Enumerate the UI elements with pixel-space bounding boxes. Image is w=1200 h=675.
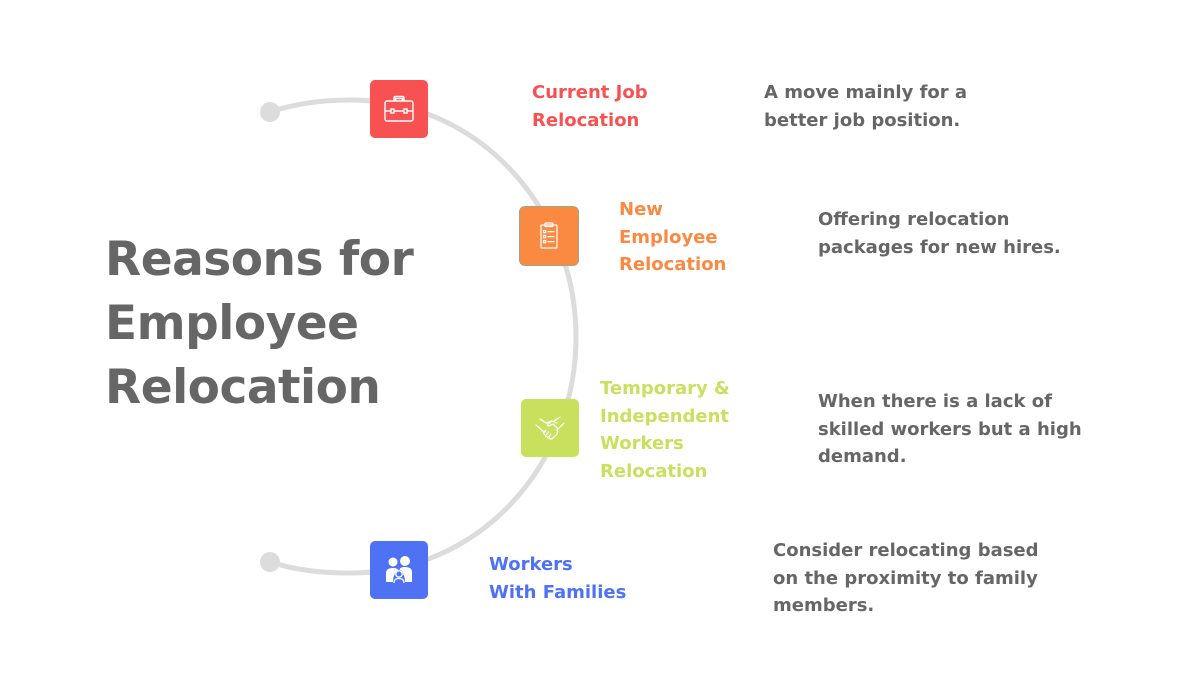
clipboard-checklist-icon — [540, 222, 558, 249]
arc-start-dot — [260, 102, 280, 122]
briefcase-icon-box — [370, 80, 428, 138]
item-label-new-employee: New Employee Relocation — [619, 199, 727, 275]
item-label-current-job: Current Job Relocation — [532, 82, 648, 131]
page-title: Reasons for Employee Relocation — [105, 228, 435, 420]
item-desc-workers-families: Consider relocating based on the proximi… — [773, 540, 1039, 616]
family-icon — [386, 556, 412, 584]
item-desc-current-job: A move mainly for a better job position. — [764, 82, 968, 131]
item-label-workers-families: Workers With Families — [489, 554, 627, 603]
handshake-icon-box — [521, 399, 579, 457]
title-line-3: Relocation — [105, 360, 381, 415]
title-line-1: Reasons for — [105, 232, 414, 287]
title-line-2: Employee — [105, 296, 359, 351]
item-desc-new-employee: Offering relocation packages for new hir… — [818, 209, 1061, 258]
arc-end-dot — [260, 552, 280, 572]
clipboard-icon-box — [520, 207, 578, 265]
briefcase-icon — [384, 95, 414, 122]
family-icon-box — [370, 541, 428, 599]
handshake-icon — [535, 416, 565, 440]
item-desc-temporary-workers: When there is a lack of skilled workers … — [818, 391, 1082, 467]
item-label-temporary-workers: Temporary & Independent Workers Relocati… — [600, 378, 730, 482]
